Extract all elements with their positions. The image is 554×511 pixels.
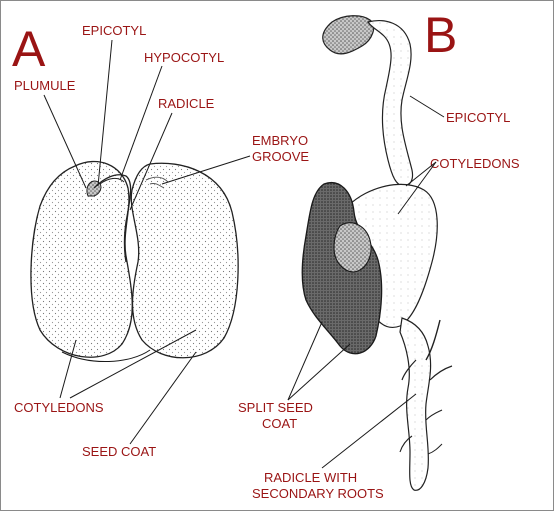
- label-a-embryo-groove-line2: GROOVE: [252, 149, 309, 164]
- label-b-epicotyl: EPICOTYL: [446, 110, 510, 125]
- label-a-cotyledons: COTYLEDONS: [14, 400, 104, 415]
- panel-b-letter: B: [424, 7, 457, 63]
- label-a-seed-coat: SEED COAT: [82, 444, 156, 459]
- label-a-epicotyl: EPICOTYL: [82, 23, 146, 38]
- seedling-epicotyl: [368, 21, 413, 186]
- secondary-root-4: [426, 410, 442, 420]
- seedling-illustration: [302, 16, 452, 491]
- right-cotyledon: [131, 163, 238, 357]
- leader-b-split-coat-1: [288, 322, 322, 400]
- split-seed-coat-fragment: [334, 223, 371, 272]
- panel-a-letter: A: [12, 21, 46, 77]
- bean-seed-illustration: [31, 162, 238, 362]
- leader-b-epicotyl: [410, 96, 444, 117]
- label-b-split-seed-coat-line1: SPLIT SEED: [238, 400, 313, 415]
- leader-b-split-coat-2: [288, 344, 350, 400]
- seedling-leaf-tip: [323, 16, 374, 54]
- leader-seed-coat: [130, 352, 196, 444]
- label-b-radicle-line2: SECONDARY ROOTS: [252, 486, 384, 501]
- label-a-plumule: PLUMULE: [14, 78, 76, 93]
- leader-b-radicle: [322, 394, 416, 468]
- label-a-embryo-groove-line1: EMBRYO: [252, 133, 308, 148]
- secondary-root-2: [430, 366, 452, 380]
- label-b-radicle-line1: RADICLE WITH: [264, 470, 357, 485]
- label-b-cotyledons: COTYLEDONS: [430, 156, 520, 171]
- secondary-root-6: [428, 444, 442, 454]
- label-a-hypocotyl: HYPOCOTYL: [144, 50, 224, 65]
- left-cotyledon: [31, 162, 132, 358]
- seedling-radicle: [400, 318, 431, 490]
- label-b-split-seed-coat-line2: COAT: [262, 416, 297, 431]
- label-a-radicle: RADICLE: [158, 96, 215, 111]
